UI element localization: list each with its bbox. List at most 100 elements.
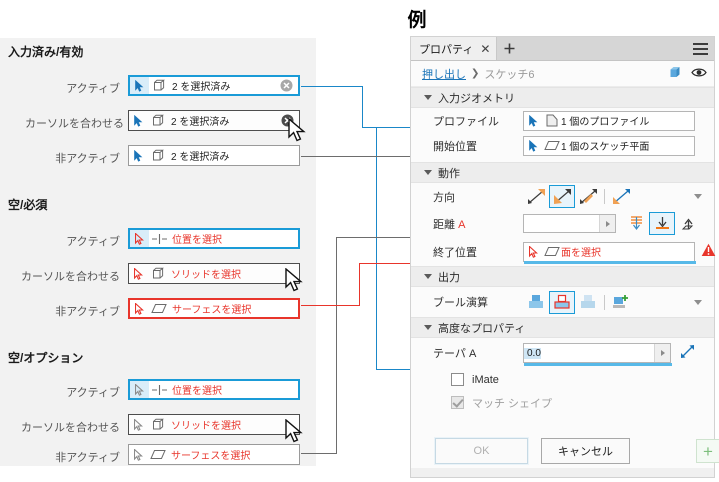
section-header-behavior[interactable]: 動作 [411,162,714,183]
direction-flipped-icon[interactable] [549,185,575,208]
property-label: テーパ A [433,345,523,361]
section-title: 動作 [438,167,460,180]
direction-one-icon[interactable] [523,185,549,208]
select-arrow-icon [130,300,149,317]
match-shape-label: マッチ シェイプ [472,397,553,410]
ok-button[interactable]: OK [435,438,528,464]
profile-selection-field[interactable]: 1 個のプロファイル [523,110,695,131]
select-arrow-icon [130,77,149,94]
selection-text: 2 を選択済み [171,152,230,163]
add-tab-icon[interactable] [497,37,521,60]
property-row-distance: 距離 A [411,210,714,237]
spinner-arrow-icon[interactable] [599,215,615,232]
selection-field-inactive-3[interactable]: サーフェスを選択 [128,444,300,465]
select-arrow-icon [129,111,148,130]
connector-line [359,263,360,306]
direction-symmetric-icon[interactable] [575,185,601,208]
selection-text: ソリッドを選択 [171,270,241,281]
direction-asymmetric-icon[interactable] [608,185,634,208]
extent-to-icon[interactable] [649,212,675,235]
intersect-icon[interactable] [575,291,601,314]
tab-properties[interactable]: プロパティ ✕ [411,37,498,60]
property-label: プロファイル [433,115,499,128]
chevron-down-icon [424,95,432,100]
cube-icon[interactable] [669,65,683,82]
start-position-selection-field[interactable]: 1 個のスケッチ平面 [523,135,695,156]
panel-footer-strip [411,468,714,477]
row-label-inactive-3: 非アクティブ [55,452,120,464]
selection-field-hover-1[interactable]: 2 を選択済み [128,110,300,131]
profile-icon [542,114,561,127]
section-header-advanced[interactable]: 高度なプロパティ [411,317,714,338]
point-icon [149,384,169,396]
warning-triangle-icon [701,243,716,260]
connector-line [301,86,363,87]
surface-icon [542,246,561,257]
cut-icon[interactable] [549,290,575,314]
select-arrow-icon [524,114,542,127]
breadcrumb-main[interactable]: 押し出し [422,68,466,81]
chevron-down-icon[interactable] [694,299,702,305]
select-arrow-icon [130,381,149,398]
add-icon[interactable]: + [696,439,719,463]
clear-selection-icon[interactable] [280,79,293,92]
selection-field-hover-3[interactable]: ソリッドを選択 [128,414,300,435]
measure-arrow-icon[interactable] [680,344,695,362]
divider [604,294,605,310]
extent-to-next-icon[interactable] [675,212,701,235]
property-label-text: テーパ [433,348,466,360]
cancel-button[interactable]: キャンセル [541,438,630,464]
section-title: 高度なプロパティ [438,322,526,335]
parameter-letter: A [458,218,466,231]
section-header-output[interactable]: 出力 [411,266,714,287]
dialog-buttons: OK キャンセル + [411,436,719,466]
hamburger-icon[interactable] [686,37,714,60]
connector-line [359,263,424,264]
clear-selection-icon[interactable] [281,114,294,127]
solid-icon [148,418,168,431]
selection-text: サーフェスを選択 [171,451,251,462]
solid-icon [148,149,168,162]
eye-icon[interactable] [691,67,707,81]
end-position-selection-field[interactable]: 面を選択 [523,241,696,264]
selection-field-active-2[interactable]: 位置を選択 [128,228,300,249]
properties-panel: プロパティ ✕ 押し出し ❯ スケッチ6 [410,36,719,478]
taper-input[interactable]: 0.0 [523,343,672,366]
selection-text: 2 を選択済み [171,117,230,128]
chevron-down-icon[interactable] [694,194,702,199]
selection-field-inactive-1[interactable]: 2 を選択済み [128,145,300,166]
selection-field-error-2[interactable]: サーフェスを選択 [128,298,300,319]
row-label-active-3: アクティブ [66,387,120,399]
property-row-taper: テーパ A 0.0 [411,338,714,368]
extent-all-icon[interactable] [623,212,649,235]
row-label-active-1: アクティブ [66,83,120,95]
close-icon[interactable]: ✕ [480,41,491,56]
chevron-down-icon [424,325,432,330]
checkbox-row-imate[interactable]: iMate [411,368,714,391]
page-title-text: 例 [407,10,427,31]
join-icon[interactable] [523,291,549,314]
select-arrow-icon [130,230,149,247]
group-title-empty-optional: 空/オプション [8,351,84,365]
selection-field-hover-2[interactable]: ソリッドを選択 [128,263,300,284]
spinner-arrow-icon[interactable] [654,344,670,362]
select-arrow-icon [129,146,148,165]
selection-text: 位置を選択 [172,386,222,397]
parameter-letter: A [468,348,477,360]
distance-input[interactable] [523,214,616,233]
property-label: ブール演算 [433,297,488,309]
selection-field-active-1[interactable]: 2 を選択済み [128,75,300,96]
selection-states-demo-panel [0,38,316,466]
select-arrow-icon [129,415,148,434]
select-arrow-icon [524,245,542,258]
row-label-active-2: アクティブ [66,236,120,248]
imate-checkbox[interactable] [451,373,464,386]
match-shape-checkbox [451,396,464,409]
new-solid-icon[interactable] [608,291,634,314]
section-header-input-geometry[interactable]: 入力ジオメトリ [411,87,714,108]
connector-line [336,237,424,238]
selection-field-active-3[interactable]: 位置を選択 [128,379,300,400]
property-label: 終了位置 [433,246,477,259]
breadcrumb-sub[interactable]: スケッチ6 [484,68,535,81]
surface-icon [148,449,168,460]
